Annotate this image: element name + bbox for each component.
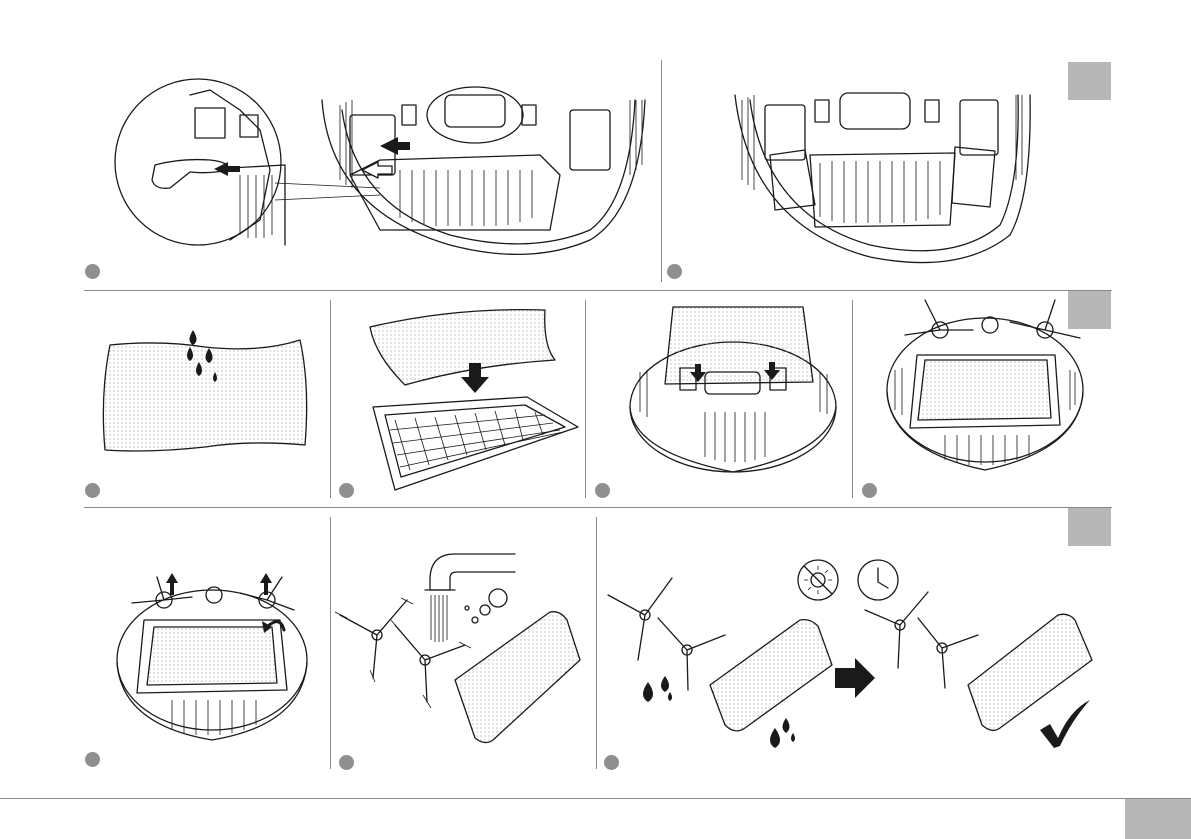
section-tab-1: [1068, 62, 1111, 100]
col-divider-mid-1: [330, 300, 331, 498]
checkmark-icon: [1040, 700, 1090, 748]
page-number-tab: [1125, 799, 1191, 839]
step-marker-b1: [85, 483, 100, 498]
robot-with-mop-installed-illustration: [885, 300, 1085, 478]
arrow-up-icon: [260, 573, 272, 595]
col-divider-mid-3: [852, 300, 853, 498]
section-tab-3: [1068, 508, 1111, 546]
col-divider-bot-1: [330, 517, 331, 769]
water-drop-icon: [643, 682, 653, 702]
faucet-icon: [425, 554, 515, 642]
robot-underside-mop-plate-removed-illustration: [720, 85, 1040, 270]
step-marker-c2: [339, 755, 354, 770]
step-marker-a2: [667, 264, 682, 279]
insert-mop-plate-illustration: [625, 302, 840, 477]
footer-divider: [0, 798, 1191, 799]
arrow-up-icon: [166, 573, 178, 595]
arrow-left-icon: [214, 162, 240, 176]
clock-icon: [858, 560, 898, 600]
arrow-left-icon: [380, 137, 410, 155]
step-marker-b3: [595, 483, 610, 498]
attach-cloth-to-plate-illustration: [365, 305, 580, 485]
water-drop-icon: [190, 330, 197, 345]
wet-mop-cloth-illustration: [100, 325, 315, 460]
no-sun-icon: [798, 560, 838, 600]
robot-underside-remove-mop-plate-illustration: [110, 70, 660, 270]
dry-brushes-and-cloth-illustration: [600, 550, 1110, 760]
step-marker-b2: [339, 483, 354, 498]
arrow-right-icon: [835, 658, 875, 698]
rinse-brushes-and-cloth-illustration: [335, 550, 585, 755]
remove-side-brushes-illustration: [112, 575, 312, 755]
row-divider-1: [84, 290, 1112, 291]
step-marker-c1: [85, 752, 100, 767]
step-marker-b4: [862, 483, 877, 498]
step-marker-a1: [85, 264, 100, 279]
col-divider-mid-2: [585, 300, 586, 498]
row-divider-2: [84, 507, 1112, 508]
col-divider-top: [661, 60, 662, 282]
col-divider-bot-2: [596, 517, 597, 769]
